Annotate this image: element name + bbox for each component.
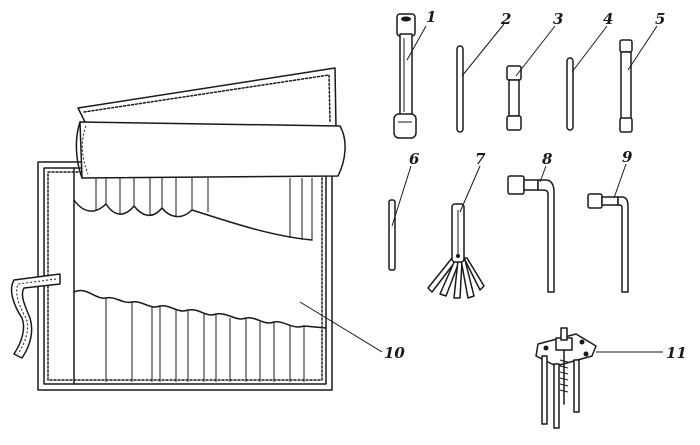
label-2: 2 xyxy=(500,10,511,28)
leader-lines xyxy=(299,23,663,353)
label-6: 6 xyxy=(409,150,420,168)
label-7: 7 xyxy=(475,150,486,168)
tool-roll-bag xyxy=(10,67,346,391)
label-3: 3 xyxy=(553,10,563,28)
upper-pocket-row xyxy=(73,178,313,241)
side-strap xyxy=(10,273,61,359)
l-socket-wrench-small xyxy=(587,193,629,293)
label-4: 4 xyxy=(603,10,613,28)
tommy-bar xyxy=(456,45,464,133)
blade-tool xyxy=(388,199,396,271)
label-8: 8 xyxy=(542,150,553,168)
label-5: 5 xyxy=(655,10,665,28)
puller-tool xyxy=(535,327,597,429)
lower-pocket-row xyxy=(73,289,327,382)
socket-wrench xyxy=(393,13,417,139)
label-9: 9 xyxy=(622,148,633,166)
label-10: 10 xyxy=(384,344,405,362)
long-socket-wrench xyxy=(619,39,633,133)
callout-labels: 1 2 3 4 5 6 7 8 9 10 11 xyxy=(384,8,687,362)
l-socket-wrench-large xyxy=(507,175,555,293)
screwdriver-rod xyxy=(566,57,574,131)
label-11: 11 xyxy=(666,344,687,362)
feeler-gauge-set xyxy=(427,203,485,299)
short-socket-wrench xyxy=(506,65,522,131)
label-1: 1 xyxy=(426,8,436,26)
